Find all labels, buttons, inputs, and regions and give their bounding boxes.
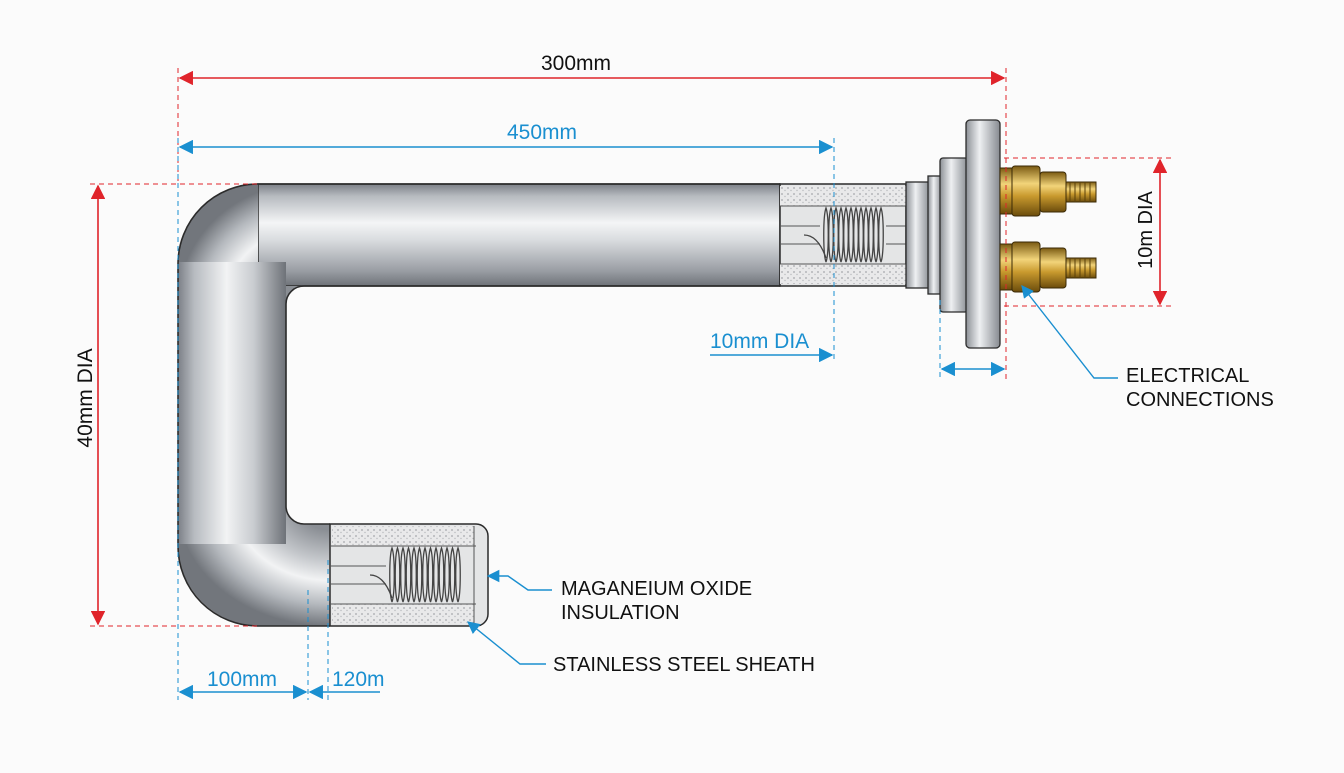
callout-electrical-line2: CONNECTIONS xyxy=(1126,389,1274,411)
callout-insulation: MAGANEIUM OXIDE INSULATION xyxy=(486,569,752,624)
flange-assembly xyxy=(905,119,1001,349)
callout-sheath: STAINLESS STEEL SHEATH xyxy=(467,621,815,676)
callout-insulation-line2: INSULATION xyxy=(561,602,680,624)
dim-terminal-span-label: 10m DIA xyxy=(1135,190,1157,268)
dim-bend-radius-label: 100mm xyxy=(207,668,277,691)
dim-overall-label: 300mm xyxy=(541,52,611,75)
dimension-sheath-diameter: 10mm DIA xyxy=(710,330,834,363)
heating-coil xyxy=(823,206,884,263)
dimension-overall-length: 300mm xyxy=(177,52,1007,380)
dimension-flange-width xyxy=(939,300,1006,380)
callout-sheath-label: STAINLESS STEEL SHEATH xyxy=(553,654,815,676)
callout-electrical-line1: ELECTRICAL xyxy=(1126,365,1249,387)
top-cutaway-section xyxy=(779,183,907,287)
electrical-terminals xyxy=(999,165,1097,293)
dim-sheath-label: 10mm DIA xyxy=(710,330,809,353)
coil-lead-wire xyxy=(369,574,393,599)
heating-coil xyxy=(389,546,461,603)
terminal-lower xyxy=(999,241,1097,293)
bottom-cutaway-section xyxy=(329,523,489,627)
dimension-cold-zone: 120m xyxy=(308,560,385,700)
dimension-heated-length: 450mm xyxy=(177,121,835,700)
dim-heated-label: 450mm xyxy=(507,121,577,144)
heater-tube xyxy=(177,183,781,627)
coil-lead-wire xyxy=(803,234,827,259)
dim-cold-zone-label: 120m xyxy=(332,668,385,691)
dimension-terminal-span: 10m DIA xyxy=(1004,157,1172,307)
callout-insulation-line1: MAGANEIUM OXIDE xyxy=(561,578,752,600)
dimension-bend-radius: 100mm xyxy=(178,590,309,700)
terminal-upper xyxy=(999,165,1097,217)
callout-electrical-connections: ELECTRICAL CONNECTIONS xyxy=(1021,285,1274,411)
dim-bend-height-label: 40mm DIA xyxy=(74,348,97,447)
dimension-bend-height: 40mm DIA xyxy=(74,183,258,627)
